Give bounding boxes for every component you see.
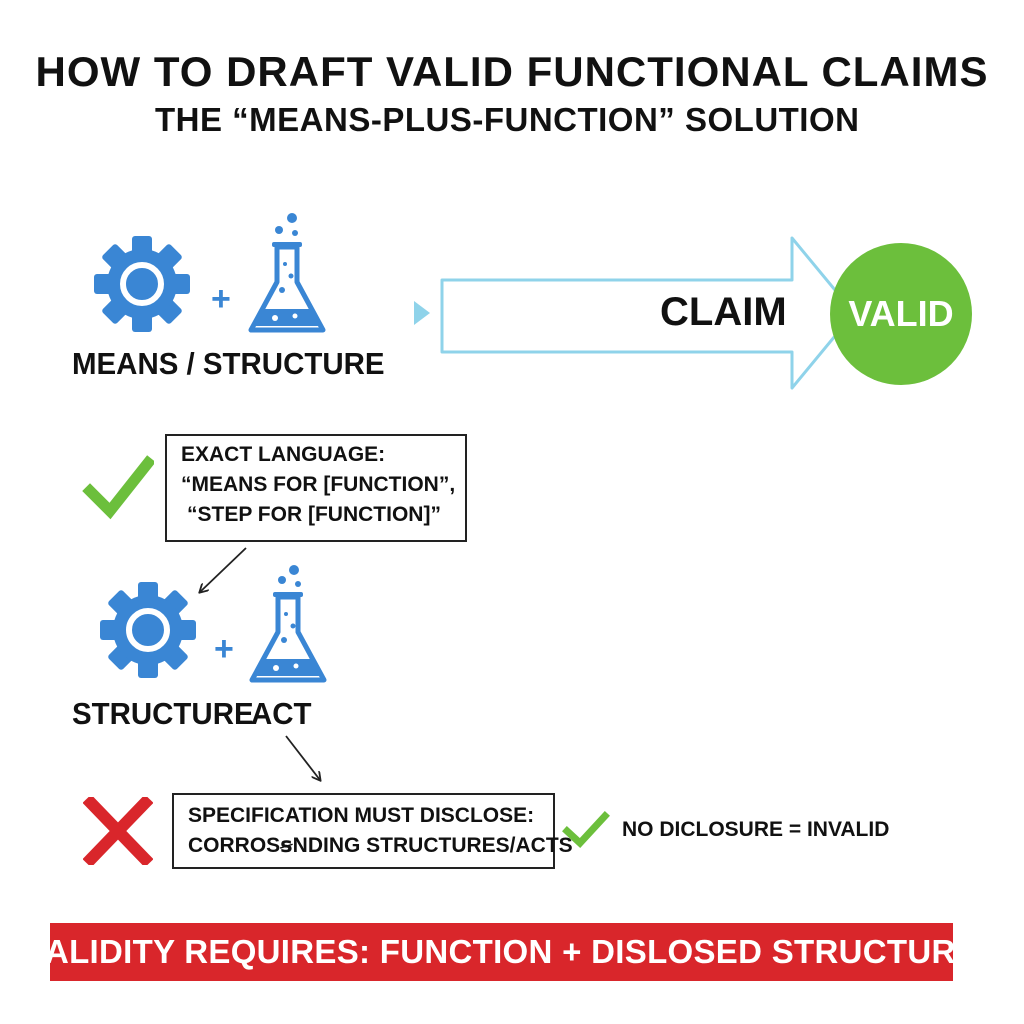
specification-heading: SPECIFICATION MUST DISCLOSE:: [188, 801, 553, 831]
plus-sign: +: [214, 632, 234, 666]
act-label: ACT: [251, 696, 312, 732]
no-disclosure-note: NO DICLOSURE = INVALID: [622, 818, 889, 842]
validity-banner: VALIDITY REQUIRES: FUNCTION + DISLOSED S…: [50, 923, 953, 981]
specification-box: SPECIFICATION MUST DISCLOSE: CORROSꞩNDIN…: [172, 793, 555, 869]
check-icon: [562, 810, 610, 850]
validity-banner-text: VALIDITY REQUIRES: FUNCTION + DISLOSED S…: [25, 933, 978, 971]
flask-icon: [246, 560, 330, 690]
specification-detail: CORROSꞩNDING STRUCTURES/ACTS: [188, 831, 553, 861]
structure-label: STRUCTURE: [72, 696, 254, 732]
cross-icon: [83, 797, 153, 865]
gear-icon: [98, 580, 198, 680]
